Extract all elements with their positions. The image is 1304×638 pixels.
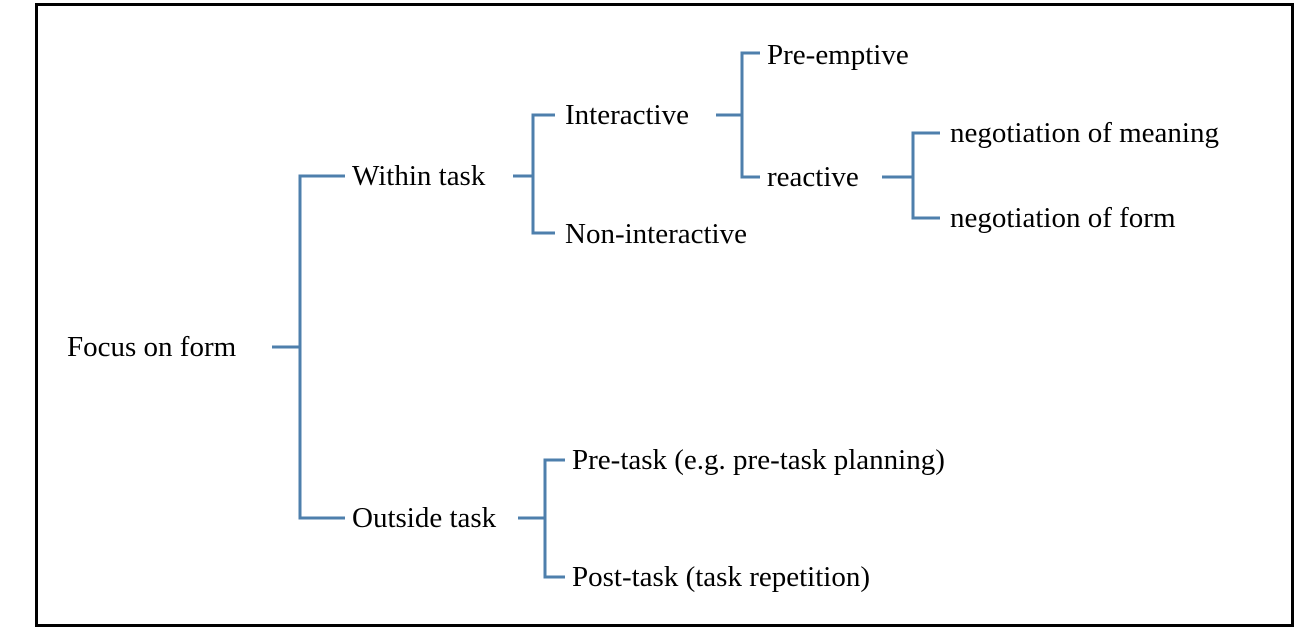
- tree-node-within-task: Within task: [352, 160, 486, 192]
- tree-node-interactive: Interactive: [565, 99, 689, 131]
- connector-withintask-bracket: [531, 113, 555, 235]
- tree-node-pre-emptive: Pre-emptive: [767, 39, 909, 71]
- connector-reactive-bracket: [911, 131, 940, 220]
- tree-node-reactive: reactive: [767, 161, 859, 193]
- tree-node-non-interactive: Non-interactive: [565, 218, 747, 250]
- tree-node-negotiation-of-form: negotiation of form: [950, 202, 1176, 234]
- tree-node-focus-on-form: Focus on form: [67, 331, 237, 363]
- connector-group: [272, 51, 940, 579]
- tree-node-negotiation-of-meaning: negotiation of meaning: [950, 117, 1219, 149]
- connector-interactive-bracket: [740, 51, 760, 179]
- tree-node-pre-task: Pre-task (e.g. pre-task planning): [572, 444, 945, 476]
- tree-node-outside-task: Outside task: [352, 502, 497, 534]
- connector-outsidetask-bracket: [543, 458, 565, 579]
- tree-node-post-task: Post-task (task repetition): [572, 561, 871, 593]
- connector-trunk-bracket: [298, 174, 345, 520]
- diagram-border: [35, 3, 1294, 627]
